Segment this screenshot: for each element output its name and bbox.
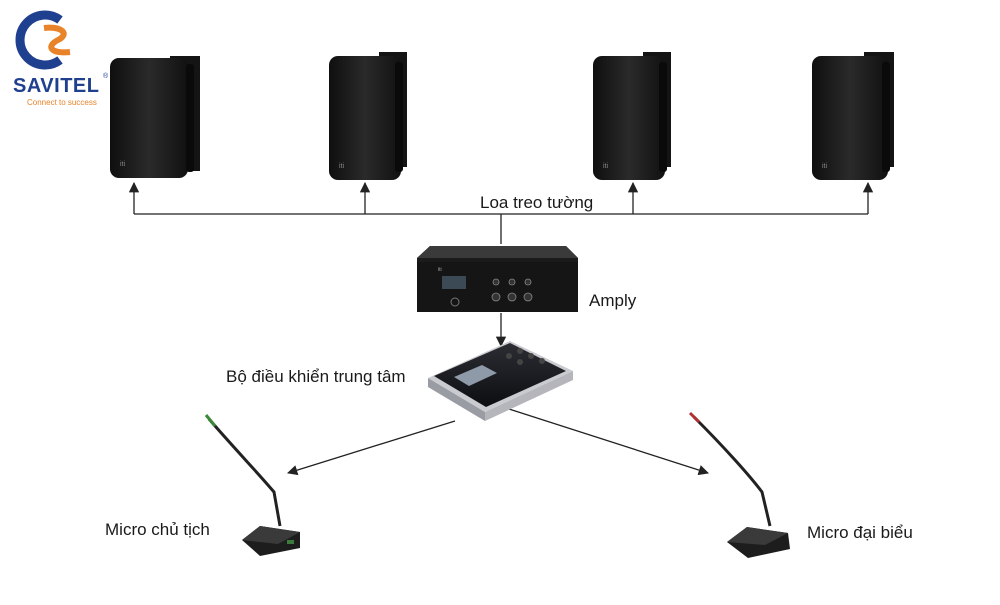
logo-tagline: Connect to success [27, 98, 97, 107]
controller-icon [428, 341, 573, 421]
speaker-icon: iti [812, 52, 894, 180]
controller [428, 341, 573, 421]
speaker-bus [128, 181, 874, 476]
arrow-to-delegate-mic [505, 407, 709, 476]
svg-text:iti: iti [822, 163, 828, 170]
arrow-to-chair-mic [287, 420, 456, 476]
svg-text:iti: iti [438, 267, 442, 273]
svg-text:iti: iti [603, 163, 609, 170]
speaker-3: iti [593, 52, 671, 180]
speaker-icon: iti [329, 52, 407, 180]
speaker-4: iti [812, 52, 894, 180]
amplifier-label: Amply [589, 291, 637, 310]
speakers-label: Loa treo tường [480, 193, 594, 212]
chair-microphone [204, 414, 300, 556]
speaker-1: iti [110, 56, 200, 178]
chair-mic-label: Micro chủ tịch [105, 520, 210, 539]
delegate-microphone [688, 411, 790, 558]
speaker-icon: iti [110, 56, 200, 178]
amplifier: iti [417, 246, 578, 312]
controller-label: Bộ điều khiển trung tâm [226, 367, 406, 386]
amplifier-icon: iti [417, 246, 578, 312]
logo-wordmark: SAVITEL [13, 75, 100, 97]
speaker-icon: iti [593, 52, 671, 180]
logo: SAVITEL ® Connect to success [10, 15, 110, 110]
logo-registered-mark: ® [103, 73, 109, 80]
logo-emblem [15, 10, 71, 70]
svg-text:iti: iti [339, 163, 345, 170]
delegate-mic-label: Micro đại biểu [807, 523, 913, 542]
svg-text:iti: iti [120, 161, 126, 168]
microphone-icon [204, 414, 300, 556]
speaker-2: iti [329, 52, 407, 180]
microphone-icon [688, 411, 790, 558]
